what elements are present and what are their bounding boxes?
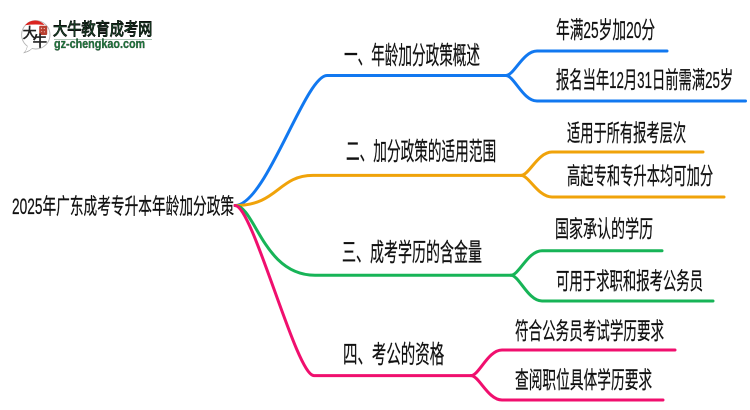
svg-text:大: 大 [23, 25, 37, 41]
svg-text:牛: 牛 [33, 32, 48, 50]
